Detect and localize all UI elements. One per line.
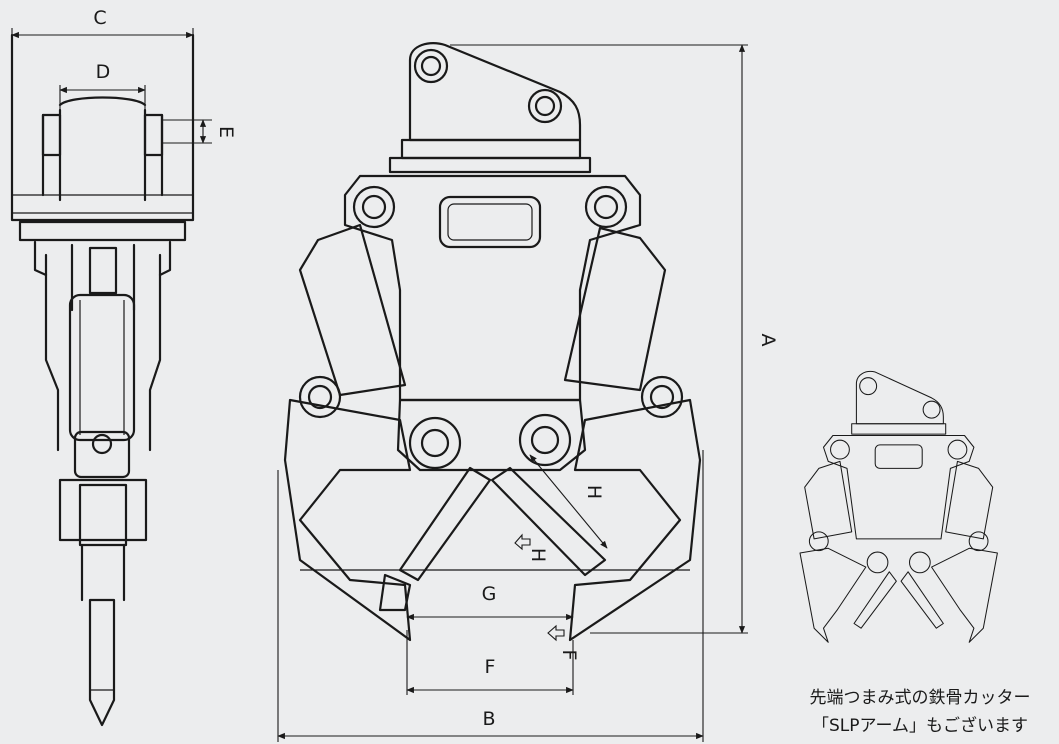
label-E: E <box>215 126 237 138</box>
caption-line-2: 「SLPアーム」もございます <box>812 716 1028 736</box>
label-H-arrow: H <box>527 548 549 562</box>
label-H: H <box>583 485 605 499</box>
slp-arm-view <box>799 370 998 643</box>
label-F: F <box>485 656 496 678</box>
label-G: G <box>482 583 497 605</box>
caption-line-1: 先端つまみ式の鉄骨カッター <box>809 688 1031 708</box>
label-F-arrow: F <box>558 650 580 661</box>
label-C: C <box>93 7 106 29</box>
side-view <box>10 33 195 727</box>
label-B: B <box>482 708 495 730</box>
front-view <box>283 42 702 642</box>
label-A: A <box>757 334 779 347</box>
dimensions <box>11 28 748 742</box>
label-D: D <box>96 61 111 83</box>
